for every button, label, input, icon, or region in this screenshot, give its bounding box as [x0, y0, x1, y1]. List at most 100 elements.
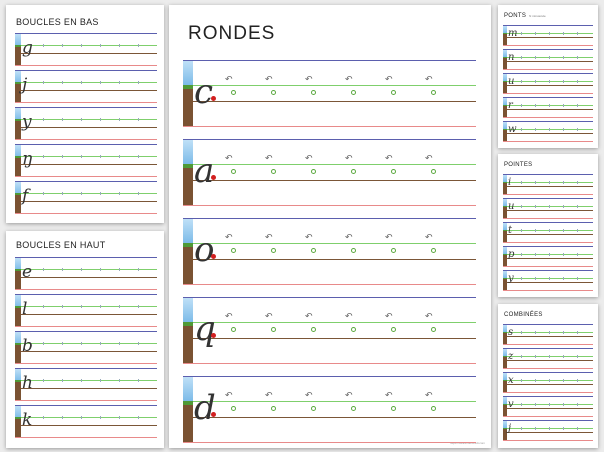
top-line	[15, 368, 157, 369]
top-line	[503, 121, 593, 122]
guide-tick	[549, 427, 550, 430]
guide-tick	[521, 253, 522, 256]
guide-tick	[549, 205, 550, 208]
guide-tick	[521, 277, 522, 280]
guide-tick	[549, 32, 550, 35]
writing-row: h	[15, 368, 157, 401]
top-line	[503, 324, 593, 325]
sky-strip	[183, 140, 193, 164]
guide-tick	[138, 44, 139, 47]
guide-tick	[563, 32, 564, 35]
bottom-line	[503, 194, 593, 195]
guide-tick	[81, 81, 82, 84]
sky-strip	[503, 247, 507, 254]
guide-tick	[535, 427, 536, 430]
bottom-line	[503, 368, 593, 369]
curved-arrow-icon: ↶	[305, 311, 313, 321]
top-line	[183, 60, 476, 61]
guide-tick	[62, 379, 63, 382]
base-line	[15, 388, 157, 389]
guide-tick	[521, 32, 522, 35]
earth-strip	[503, 429, 507, 440]
earth-strip	[15, 195, 21, 213]
grass-strip	[183, 85, 193, 89]
guide-tick	[43, 81, 44, 84]
model-letter: n	[508, 52, 515, 63]
guide-tick	[81, 192, 82, 195]
earth-strip	[183, 89, 193, 126]
grass-strip	[15, 417, 21, 419]
circle-icon	[391, 406, 396, 411]
sky-strip	[503, 223, 507, 230]
curved-arrow-icon: ↶	[345, 390, 353, 400]
base-line	[15, 53, 157, 54]
guide-tick	[138, 192, 139, 195]
earth-strip	[503, 357, 507, 368]
top-line	[503, 420, 593, 421]
guide-tick	[577, 355, 578, 358]
middle-line	[503, 105, 593, 106]
model-letter: a	[194, 151, 215, 191]
bottom-line	[183, 205, 476, 206]
grass-strip	[15, 306, 21, 308]
guide-tick	[521, 104, 522, 107]
writing-row: i	[503, 174, 593, 195]
sky-strip	[183, 219, 193, 243]
guide-tick	[62, 416, 63, 419]
circle-icon	[391, 169, 396, 174]
earth-strip	[503, 207, 507, 218]
base-line	[503, 360, 593, 361]
guide-tick	[549, 379, 550, 382]
curved-arrow-icon: ↶	[385, 153, 393, 163]
middle-line	[183, 401, 476, 402]
grass-strip	[15, 193, 21, 195]
guide-tick	[521, 181, 522, 184]
circle-icon	[351, 248, 356, 253]
sky-strip	[503, 397, 507, 404]
top-line	[503, 222, 593, 223]
bottom-line	[15, 102, 157, 103]
base-line	[183, 417, 476, 418]
curved-arrow-icon: ↶	[385, 311, 393, 321]
curved-arrow-icon: ↶	[225, 311, 233, 321]
model-letter: v	[508, 399, 514, 410]
sky-strip	[183, 61, 193, 85]
top-line	[15, 257, 157, 258]
guide-tick	[62, 118, 63, 121]
guide-tick	[119, 305, 120, 308]
guide-tick	[119, 118, 120, 121]
grass-strip	[183, 243, 193, 247]
guide-tick	[563, 331, 564, 334]
grass-strip	[183, 322, 193, 326]
sky-strip	[503, 421, 507, 428]
curved-arrow-icon: ↶	[265, 153, 273, 163]
top-line	[503, 372, 593, 373]
middle-line	[503, 182, 593, 183]
bottom-line	[183, 284, 476, 285]
model-letter: r	[508, 100, 513, 111]
guide-tick	[577, 427, 578, 430]
model-letter: o	[194, 230, 215, 270]
sheet-title: BOUCLES EN BAS	[16, 17, 99, 27]
curved-arrow-icon: ↶	[345, 74, 353, 84]
guide-tick	[43, 118, 44, 121]
curved-arrow-icon: ↶	[305, 232, 313, 242]
guide-tick	[549, 331, 550, 334]
bottom-line	[15, 176, 157, 177]
writing-row: q↶↶↶↶↶↶	[183, 297, 476, 364]
sky-strip	[503, 349, 507, 356]
circle-icon	[431, 248, 436, 253]
guide-tick	[138, 416, 139, 419]
guide-tick	[138, 81, 139, 84]
bottom-line	[503, 290, 593, 291]
writing-row: o↶↶↶↶↶↶	[183, 218, 476, 285]
bottom-line	[503, 416, 593, 417]
middle-line	[503, 33, 593, 34]
middle-line	[503, 380, 593, 381]
writing-row: m	[503, 25, 593, 46]
bottom-line	[183, 442, 476, 443]
grass-strip	[15, 119, 21, 121]
